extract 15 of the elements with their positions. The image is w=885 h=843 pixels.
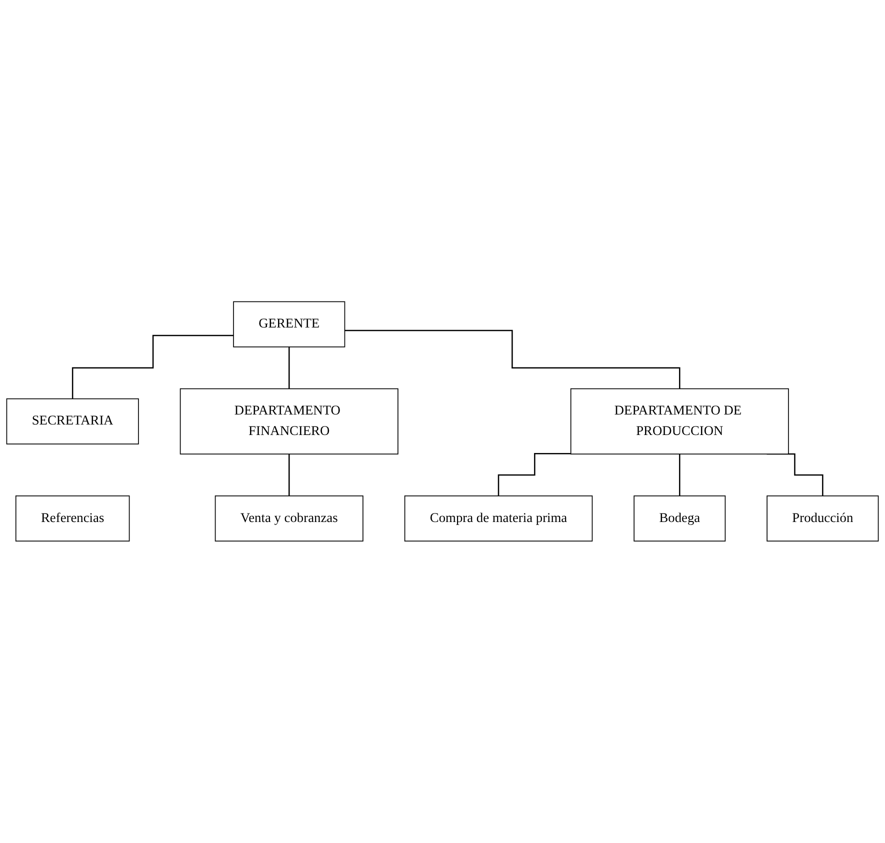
connector xyxy=(344,330,680,390)
connector xyxy=(498,453,571,497)
connector xyxy=(679,454,680,497)
node-box: Bodega xyxy=(634,496,726,542)
node-box: Compra de materia prima xyxy=(404,496,593,542)
node-box: Venta y cobranzas xyxy=(214,496,364,542)
node-box: Producción xyxy=(766,496,879,542)
node-box: Referencias xyxy=(15,496,130,542)
node-box: DEPARTAMENTO DE PRODUCCION xyxy=(570,388,789,455)
connector xyxy=(288,454,290,497)
connector xyxy=(288,346,290,390)
node-box: DEPARTAMENTO FINANCIERO xyxy=(180,388,398,455)
node-box: SECRETARIA xyxy=(6,398,139,445)
connector xyxy=(72,334,234,400)
node-box: GERENTE xyxy=(233,301,346,348)
